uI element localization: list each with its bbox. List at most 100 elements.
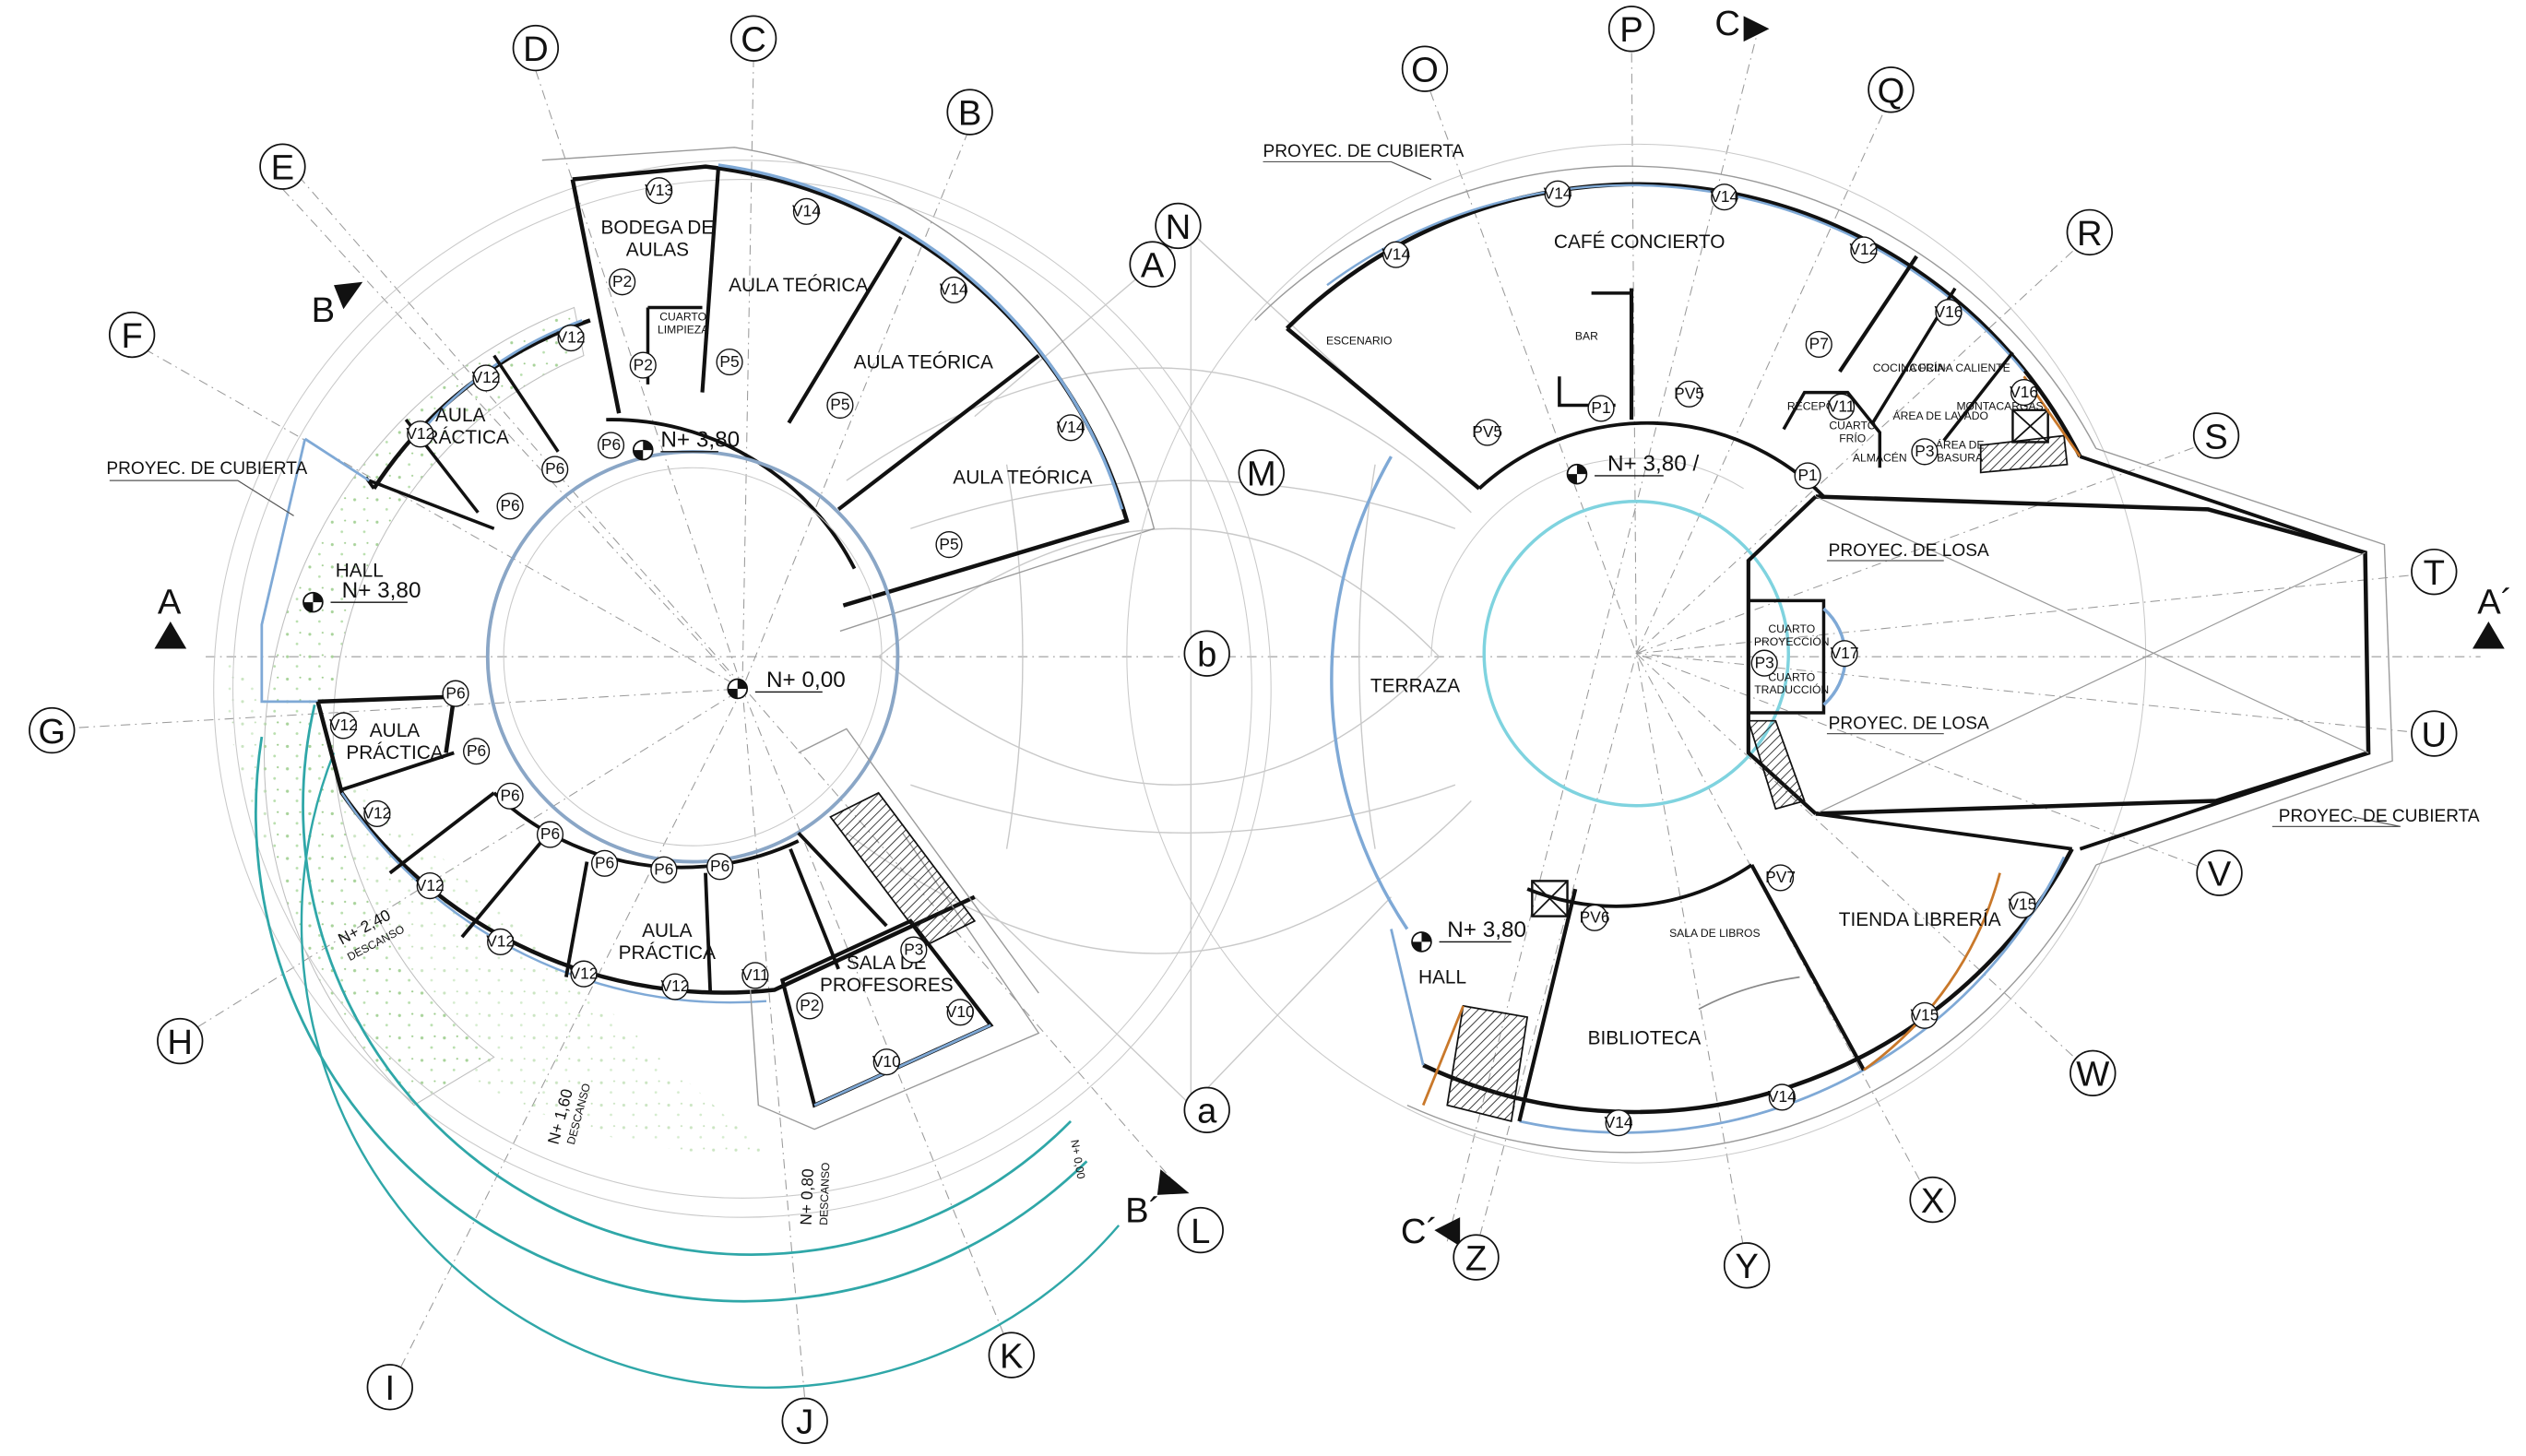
tag-p5: P5 bbox=[935, 531, 963, 559]
grid-bubble-n: N bbox=[1155, 202, 1202, 250]
grid-bubble-v: V bbox=[2196, 849, 2243, 896]
room-cafe-concierto: CAFÉ CONCIERTO bbox=[1554, 231, 1726, 253]
level-ramp-end: N+ 0,00 bbox=[1068, 1139, 1087, 1180]
tag-v14: V14 bbox=[1605, 1109, 1633, 1137]
svg-text:Q: Q bbox=[1878, 71, 1905, 111]
svg-text:U: U bbox=[2422, 715, 2448, 754]
grid-bubble-w: W bbox=[2069, 1049, 2117, 1097]
note-proyec-losa-2: PROYEC. DE LOSA bbox=[1829, 714, 1989, 733]
tag-v10: V10 bbox=[872, 1048, 901, 1076]
grid-bubble-m: M bbox=[1238, 449, 1285, 496]
tag-p2: P2 bbox=[629, 351, 657, 379]
ramp-outer bbox=[255, 736, 1088, 1303]
svg-text:H: H bbox=[167, 1023, 193, 1062]
svg-text:V12: V12 bbox=[362, 804, 391, 823]
svg-text:R: R bbox=[2077, 214, 2103, 254]
tag-v12: V12 bbox=[329, 712, 358, 740]
grid-bubble-o: O bbox=[1401, 45, 1449, 92]
tag-v14: V14 bbox=[940, 276, 968, 304]
svg-text:P5: P5 bbox=[830, 396, 849, 414]
svg-text:P1: P1 bbox=[1591, 398, 1610, 417]
svg-text:J: J bbox=[796, 1403, 813, 1442]
svg-text:V14: V14 bbox=[1057, 418, 1085, 436]
tag-p6: P6 bbox=[597, 432, 625, 459]
tag-v12: V12 bbox=[557, 324, 586, 352]
grid-bubble-s: S bbox=[2192, 412, 2240, 459]
svg-text:P6: P6 bbox=[601, 435, 621, 454]
grid-bubble-p: P bbox=[1607, 6, 1655, 53]
svg-text:A: A bbox=[158, 582, 182, 621]
room-cocina-caliente: COCINA CALIENTE bbox=[1909, 361, 2010, 374]
tag-v14: V14 bbox=[792, 197, 821, 225]
svg-text:A: A bbox=[1141, 246, 1165, 286]
grid-bubble-g: G bbox=[29, 706, 76, 754]
grid-bubble-e: E bbox=[259, 143, 306, 190]
tag-v12: V12 bbox=[661, 973, 690, 1000]
svg-text:V11: V11 bbox=[741, 965, 769, 984]
svg-text:P6: P6 bbox=[595, 853, 614, 871]
tags: V13 V14 V14 V14 V12 V12 V12 V12 V12 V12 … bbox=[329, 177, 2038, 1137]
svg-text:P6: P6 bbox=[467, 741, 486, 760]
svg-text:P3: P3 bbox=[1915, 442, 1934, 460]
svg-text:V12: V12 bbox=[661, 977, 690, 995]
svg-text:V15: V15 bbox=[2008, 895, 2036, 914]
svg-text:V16: V16 bbox=[2010, 383, 2038, 401]
svg-text:V14: V14 bbox=[1605, 1113, 1633, 1131]
tag-v16: V16 bbox=[2010, 378, 2038, 407]
grid-bubble-q: Q bbox=[1868, 66, 1915, 113]
tag-v11: V11 bbox=[1828, 393, 1855, 420]
room-bar: BAR bbox=[1575, 329, 1598, 342]
svg-text:E: E bbox=[271, 148, 294, 188]
svg-text:b: b bbox=[1197, 635, 1216, 675]
tag-v14: V14 bbox=[1710, 183, 1739, 211]
level-marker-hall-right: N+ 3,80 bbox=[1411, 917, 1526, 953]
svg-text:P1: P1 bbox=[1797, 466, 1817, 484]
svg-text:V12: V12 bbox=[486, 932, 515, 951]
svg-text:P6: P6 bbox=[500, 787, 519, 805]
tag-p1: P1 bbox=[1794, 462, 1821, 490]
svg-text:B: B bbox=[958, 93, 981, 133]
notes: PROYEC. DE CUBIERTA PROYEC. DE CUBIERTA … bbox=[106, 142, 2480, 826]
note-proyec-cubierta-top: PROYEC. DE CUBIERTA bbox=[1263, 142, 1465, 161]
tag-p3: P3 bbox=[1911, 438, 1939, 466]
section-mark-c: C bbox=[1714, 4, 1770, 43]
svg-text:F: F bbox=[121, 316, 142, 356]
level-marker-center: N+ 0,00 bbox=[727, 668, 846, 700]
grid-bubble-a-lower: a bbox=[1183, 1086, 1230, 1133]
tag-p3: P3 bbox=[1750, 649, 1778, 677]
svg-text:V14: V14 bbox=[1544, 183, 1572, 202]
tag-pv5: PV5 bbox=[1472, 419, 1502, 446]
grid-bubble-z: Z bbox=[1453, 1234, 1500, 1281]
tag-pv7: PV7 bbox=[1765, 864, 1796, 892]
tag-v12: V12 bbox=[406, 420, 434, 448]
note-proyec-cubierta-left: PROYEC. DE CUBIERTA bbox=[106, 459, 307, 479]
grid-bubble-h: H bbox=[157, 1017, 204, 1065]
tag-p7: P7 bbox=[1805, 330, 1832, 359]
grid-bubble-x: X bbox=[1909, 1176, 1956, 1224]
grid-bubble-r: R bbox=[2066, 208, 2114, 256]
svg-text:V14: V14 bbox=[1710, 187, 1738, 206]
svg-text:V17: V17 bbox=[1831, 644, 1859, 662]
tag-v15: V15 bbox=[2008, 891, 2036, 919]
level-marker-core-right: N+ 3,80 / bbox=[1566, 452, 1699, 485]
svg-text:G: G bbox=[38, 712, 65, 752]
tag-v16: V16 bbox=[1935, 299, 1963, 326]
tag-v14: V14 bbox=[1768, 1083, 1797, 1111]
tag-p6: P6 bbox=[496, 492, 524, 520]
grid-bubble-i: I bbox=[366, 1364, 413, 1411]
level-core-left: N+ 3,80 bbox=[660, 428, 740, 453]
svg-text:Y: Y bbox=[1735, 1247, 1758, 1286]
grid-bubble-u: U bbox=[2411, 710, 2458, 757]
grid-bubble-b-lower: b bbox=[1183, 630, 1230, 677]
svg-text:X: X bbox=[1921, 1181, 1944, 1221]
level-ramp-3: N+ 0,80 bbox=[797, 1168, 817, 1225]
svg-text:W: W bbox=[2076, 1055, 2109, 1095]
svg-text:PV5: PV5 bbox=[1472, 422, 1502, 441]
svg-text:PV7: PV7 bbox=[1765, 868, 1796, 886]
tag-p5: P5 bbox=[826, 391, 854, 420]
room-aula-teorica-3: AULA TEÓRICA bbox=[953, 468, 1092, 489]
level-ramp-3-sub: DESCANSO bbox=[817, 1162, 832, 1225]
svg-text:P6: P6 bbox=[540, 824, 560, 843]
